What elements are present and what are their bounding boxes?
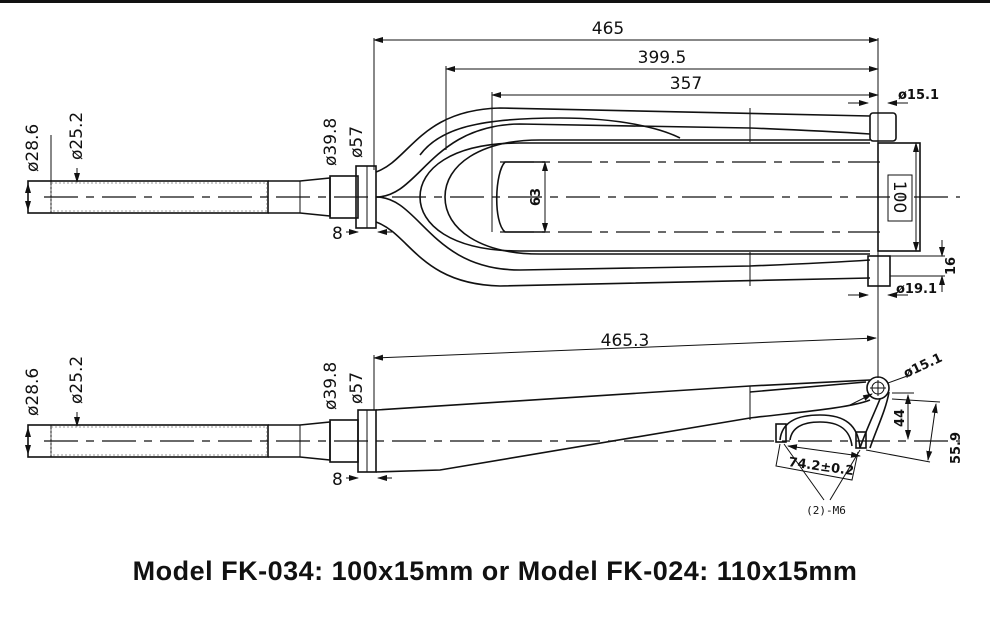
dim-crown-top: ø57 <box>347 126 367 158</box>
side-dimensions: 465.3 ø15.1 44 55.9 74.2±0.2 (2)-M6 ø2 <box>23 331 964 517</box>
dim-axle-dia-bottom: ø19.1 <box>896 282 937 297</box>
fork-technical-drawing: 465 399.5 357 63 100 ø15.1 ø19.1 <box>23 19 964 517</box>
side-view: 465.3 ø15.1 44 55.9 74.2±0.2 (2)-M6 ø2 <box>23 300 964 517</box>
dim-steerer-inner-side: ø25.2 <box>67 356 87 404</box>
side-fork-blade <box>375 300 890 473</box>
dim-overall-length: 465 <box>592 19 624 39</box>
dim-crown-thickness-side: 8 <box>332 470 343 490</box>
dim-hub-spacing: 100 <box>889 181 909 213</box>
dim-steerer-inner-top: ø25.2 <box>67 112 87 160</box>
dim-caliper-height: 55.9 <box>949 432 964 464</box>
dim-inner-length: 357 <box>670 74 702 94</box>
dim-crown-thickness-top: 8 <box>332 224 343 244</box>
top-fork-blades <box>375 107 921 300</box>
model-caption: Model FK-034: 100x15mm or Model FK-024: … <box>132 556 858 586</box>
dim-steerer-outer-top: ø28.6 <box>23 124 43 172</box>
dim-inner-width: 63 <box>529 188 544 206</box>
top-border <box>0 0 990 3</box>
dim-crown-race-side: ø39.8 <box>321 362 341 410</box>
dim-crown-side: ø57 <box>347 372 367 404</box>
dim-dropout-thickness: 16 <box>944 257 959 275</box>
dim-offset: 44 <box>893 409 908 427</box>
dim-mount-bolts: (2)-M6 <box>806 504 846 517</box>
dim-length-399-5: 399.5 <box>638 48 687 68</box>
dim-steerer-outer-side: ø28.6 <box>23 368 43 416</box>
top-view: 465 399.5 357 63 100 ø15.1 ø19.1 <box>23 19 960 300</box>
dim-axle-dia-top: ø15.1 <box>898 88 939 103</box>
dim-axle-to-crown: 465.3 <box>601 331 650 351</box>
dim-axle-dia-side: ø15.1 <box>901 351 945 382</box>
dim-crown-race-top: ø39.8 <box>321 118 341 166</box>
top-dimensions: 465 399.5 357 63 100 ø15.1 ø19.1 <box>23 19 959 298</box>
